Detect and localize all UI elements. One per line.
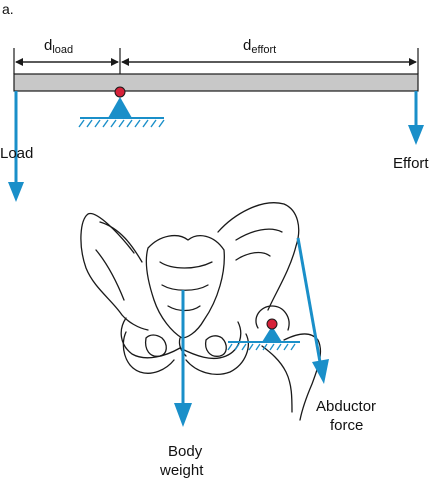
- hip-fulcrum-icon: [227, 318, 300, 351]
- hip-pivot-dot: [266, 318, 278, 330]
- abductor-label-line2: force: [330, 417, 363, 434]
- load-label: Load: [0, 145, 33, 162]
- lever-beam: [13, 73, 419, 92]
- effort-label: Effort: [393, 155, 429, 172]
- body-weight-label-line1: Body: [168, 443, 203, 460]
- pivot-dot: [114, 86, 126, 98]
- panel-label: a.: [2, 1, 14, 17]
- d-effort-label: deffort: [243, 37, 276, 56]
- lever-schematic: dload deffort: [0, 37, 429, 202]
- fulcrum-icon: [78, 86, 165, 128]
- d-effort-dimension: deffort: [121, 37, 419, 74]
- body-weight-arrow: [174, 290, 192, 427]
- abductor-force-arrow: [296, 237, 329, 384]
- abductor-label-line1: Abductor: [316, 398, 376, 415]
- effort-arrow: [408, 91, 424, 145]
- body-weight-label-line2: weight: [159, 462, 204, 479]
- d-load-label: dload: [44, 37, 73, 56]
- pelvis-illustration: [80, 202, 322, 421]
- d-load-dimension: dload: [13, 37, 121, 74]
- load-arrow: [8, 91, 24, 202]
